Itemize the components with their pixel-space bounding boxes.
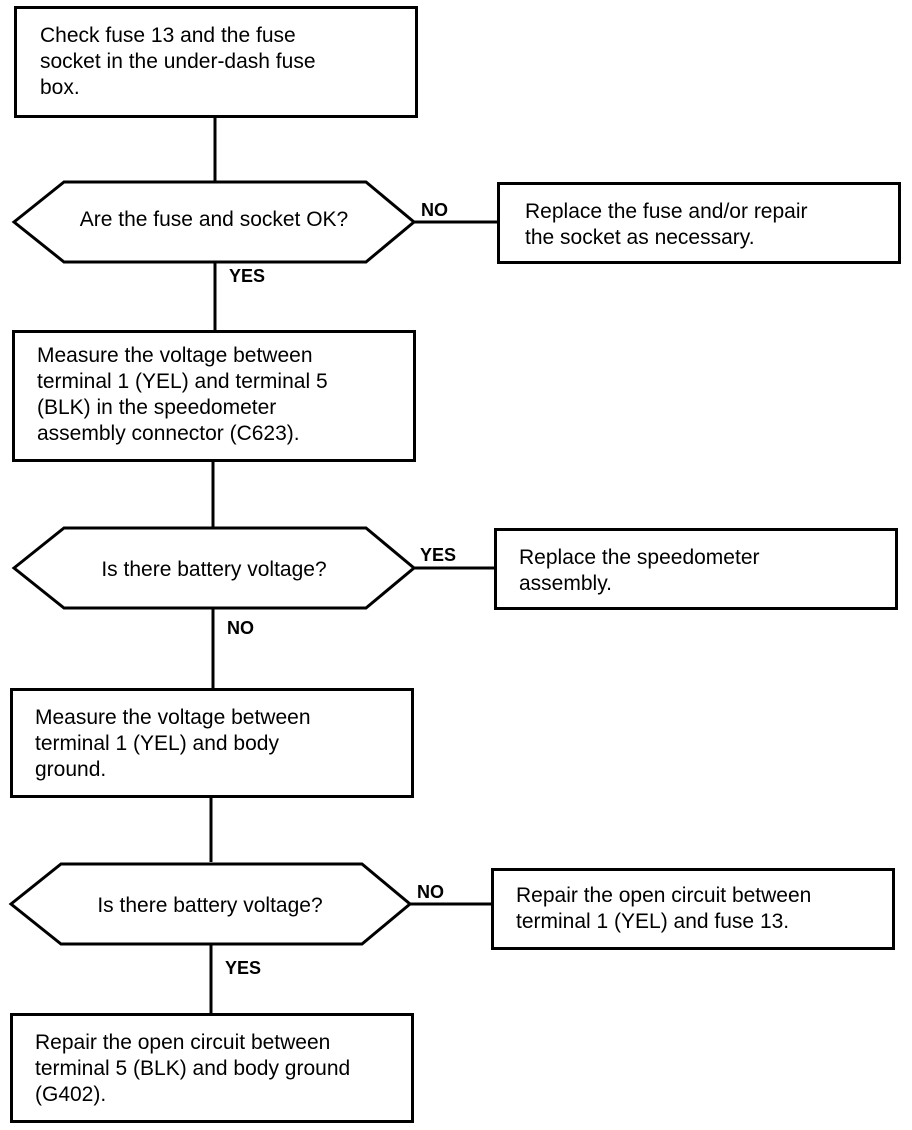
- decision1-no-label: NO: [421, 200, 448, 220]
- decision2-question: Is there battery voltage?: [101, 558, 327, 581]
- step1-line: box.: [40, 76, 80, 99]
- action1-line: the socket as necessary.: [525, 226, 755, 249]
- decision1-shape: [11, 180, 417, 264]
- step4-box: Repair the open circuit between terminal…: [10, 1013, 414, 1123]
- decision2-yes-label: YES: [420, 545, 457, 565]
- decision1-yes-label: YES: [229, 266, 266, 286]
- step4-line: Repair the open circuit between: [35, 1031, 331, 1054]
- decision3-no-label: NO: [417, 882, 444, 902]
- step2-line: (BLK) in the speedometer: [37, 396, 277, 419]
- step3-line: Measure the voltage between: [35, 706, 311, 729]
- action3-box: Repair the open circuit between terminal…: [491, 868, 895, 950]
- step1-box: Check fuse 13 and the fuse socket in the…: [14, 6, 418, 118]
- action2-line: Replace the speedometer: [519, 546, 760, 569]
- action3-line: Repair the open circuit between: [516, 884, 812, 907]
- decision3-question: Is there battery voltage?: [97, 894, 323, 917]
- step2-line: assembly connector (C623).: [37, 422, 300, 445]
- step3-line: ground.: [35, 758, 107, 781]
- action2-line: assembly.: [519, 572, 612, 595]
- step4-line: terminal 5 (BLK) and body ground: [35, 1057, 351, 1080]
- decision2-no-label: NO: [227, 618, 254, 638]
- decision2-shape: [11, 526, 417, 610]
- step2-box: Measure the voltage between terminal 1 (…: [12, 330, 416, 462]
- action2-box: Replace the speedometer assembly.: [494, 528, 898, 610]
- decision1-question: Are the fuse and socket OK?: [79, 208, 349, 231]
- step2-line: Measure the voltage between: [37, 344, 313, 367]
- action1-box: Replace the fuse and/or repair the socke…: [497, 182, 901, 264]
- step3-line: terminal 1 (YEL) and body: [35, 732, 279, 755]
- step1-line: socket in the under-dash fuse: [40, 50, 316, 73]
- step1-line: Check fuse 13 and the fuse: [40, 24, 296, 47]
- action3-line: terminal 1 (YEL) and fuse 13.: [516, 910, 790, 933]
- decision3-yes-label: YES: [225, 958, 262, 978]
- decision3-shape: [8, 862, 413, 946]
- step4-line: (G402).: [35, 1083, 107, 1106]
- step2-line: terminal 1 (YEL) and terminal 5: [37, 370, 328, 393]
- step3-box: Measure the voltage between terminal 1 (…: [10, 688, 414, 798]
- action1-line: Replace the fuse and/or repair: [525, 200, 808, 223]
